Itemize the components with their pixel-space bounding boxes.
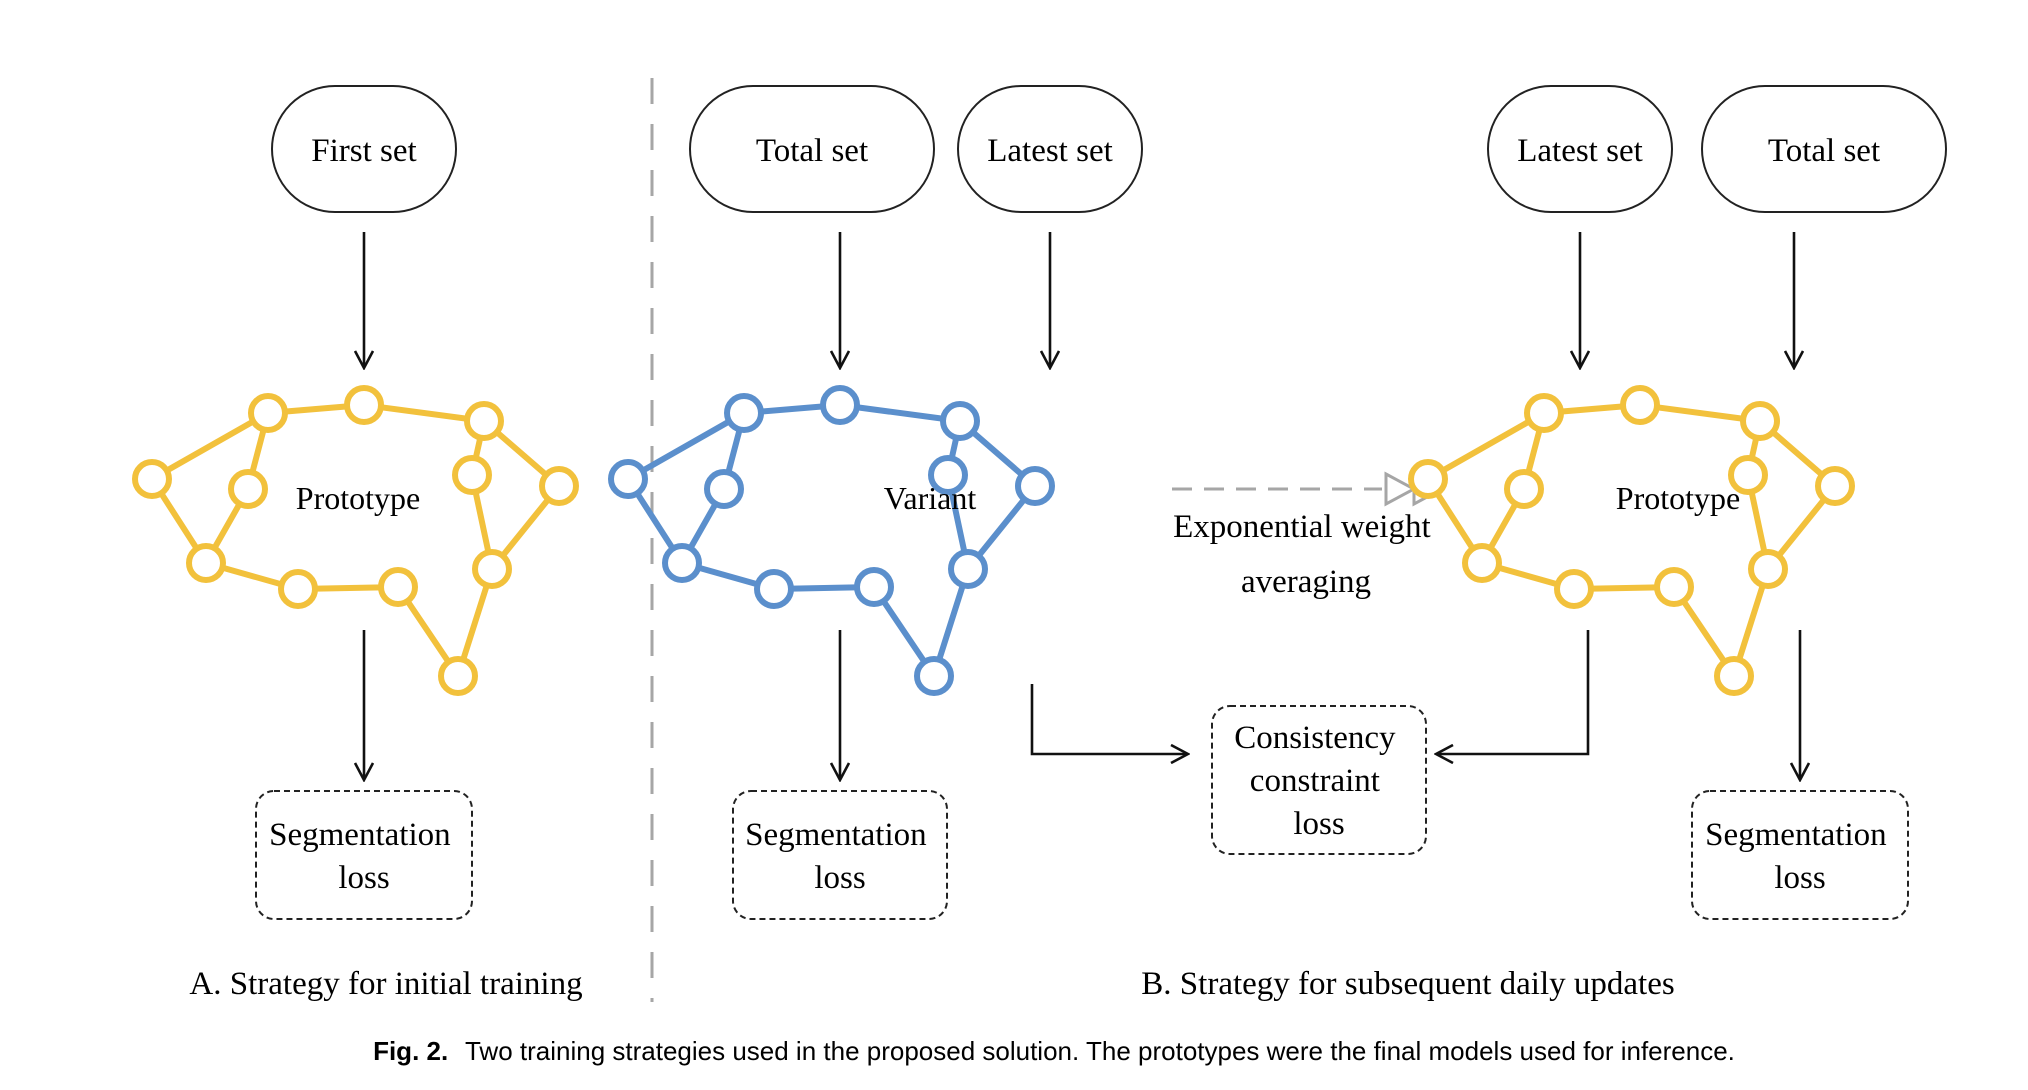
segmentation-loss-label-prototype: Segmentation loss (1705, 817, 1895, 896)
network-node (452, 455, 492, 495)
network-node (472, 549, 512, 589)
panel-a-caption: A. Strategy for initial training (189, 966, 582, 1002)
network-edge (361, 402, 487, 424)
prototype-network-a (132, 385, 579, 696)
panel-a: First set Prototype Segmentation loss A.… (132, 85, 583, 1002)
latest-set-label-variant: Latest set (987, 133, 1113, 169)
segmentation-loss-line-2: loss (814, 860, 865, 896)
prototype-network-b (1408, 385, 1855, 696)
network-node (1408, 459, 1448, 499)
total-set-node-variant (689, 85, 935, 213)
network-node (1524, 393, 1564, 433)
figure-caption-text: Two training strategies used in the prop… (465, 1036, 1735, 1066)
network-node (378, 567, 418, 607)
network-edge (1425, 410, 1547, 482)
prototype-label-b: Prototype (1616, 480, 1740, 516)
variant-label: Variant (884, 480, 977, 516)
total-set-label-prototype: Total set (1768, 133, 1880, 169)
network-node (1815, 466, 1855, 506)
network-node (132, 459, 172, 499)
arrow-prototype-to-consistency (1436, 630, 1590, 754)
consistency-loss-line-3: loss (1293, 806, 1344, 842)
segmentation-loss-label-variant: Segmentation loss (745, 817, 935, 896)
figure-caption: Fig. 2. Two training strategies used in … (373, 1036, 1735, 1066)
network-node (248, 393, 288, 433)
segmentation-loss-label-a: Segmentation loss (269, 817, 459, 896)
ema-label: Exponential weight averaging (1173, 509, 1439, 600)
segmentation-loss-line-2: loss (1774, 860, 1825, 896)
segmentation-loss-box-prototype (1691, 790, 1909, 920)
total-set-label-variant: Total set (756, 133, 868, 169)
figure-caption-label: Fig. 2. (373, 1036, 448, 1066)
first-set-node (271, 85, 457, 213)
panel-b: Total set Latest set Variant Segmentatio… (608, 85, 1947, 1002)
network-node (854, 567, 894, 607)
network-node (820, 385, 860, 425)
network-node (438, 656, 478, 696)
ema-arrowhead-1 (1384, 471, 1418, 507)
network-node (464, 401, 504, 441)
network-edge (837, 402, 963, 424)
network-node (344, 385, 384, 425)
latest-set-node-variant (957, 85, 1143, 213)
total-set-node-prototype (1701, 85, 1947, 213)
network-node (1620, 385, 1660, 425)
network-node (1015, 466, 1055, 506)
consistency-loss-box (1211, 705, 1427, 855)
network-node (1554, 569, 1594, 609)
variant-network (608, 385, 1055, 696)
network-node (278, 569, 318, 609)
arrow-variant-to-consistency (1030, 684, 1188, 754)
segmentation-loss-box-variant (732, 790, 948, 920)
latest-set-node-prototype (1487, 85, 1673, 213)
network-edge (1637, 402, 1763, 424)
network-node (662, 543, 702, 583)
ema-label-line-2: averaging (1241, 564, 1371, 600)
segmentation-loss-box-a (255, 790, 473, 920)
consistency-loss-line-2: constraint (1250, 763, 1380, 799)
network-node (1654, 567, 1694, 607)
consistency-loss-line-1: Consistency (1234, 720, 1396, 756)
network-node (1714, 656, 1754, 696)
network-node (914, 656, 954, 696)
network-node (1504, 469, 1544, 509)
consistency-loss-label: Consistency constraint loss (1234, 720, 1404, 842)
latest-set-label-prototype: Latest set (1517, 133, 1643, 169)
ema-label-line-1: Exponential weight (1173, 509, 1431, 545)
network-node (539, 466, 579, 506)
network-node (948, 549, 988, 589)
network-node (1748, 549, 1788, 589)
segmentation-loss-line-2: loss (338, 860, 389, 896)
network-edge (149, 410, 271, 482)
network-node (724, 393, 764, 433)
network-node (704, 469, 744, 509)
segmentation-loss-line-1: Segmentation (269, 817, 450, 853)
segmentation-loss-line-1: Segmentation (1705, 817, 1886, 853)
first-set-label: First set (311, 133, 416, 169)
network-node (1462, 543, 1502, 583)
network-node (1728, 455, 1768, 495)
network-node (940, 401, 980, 441)
network-node (186, 543, 226, 583)
prototype-label-a: Prototype (296, 480, 420, 516)
network-node (754, 569, 794, 609)
network-node (1740, 401, 1780, 441)
segmentation-loss-line-1: Segmentation (745, 817, 926, 853)
network-node (928, 455, 968, 495)
network-node (228, 469, 268, 509)
panel-b-caption: B. Strategy for subsequent daily updates (1141, 966, 1674, 1002)
network-edge (625, 410, 747, 482)
network-node (608, 459, 648, 499)
